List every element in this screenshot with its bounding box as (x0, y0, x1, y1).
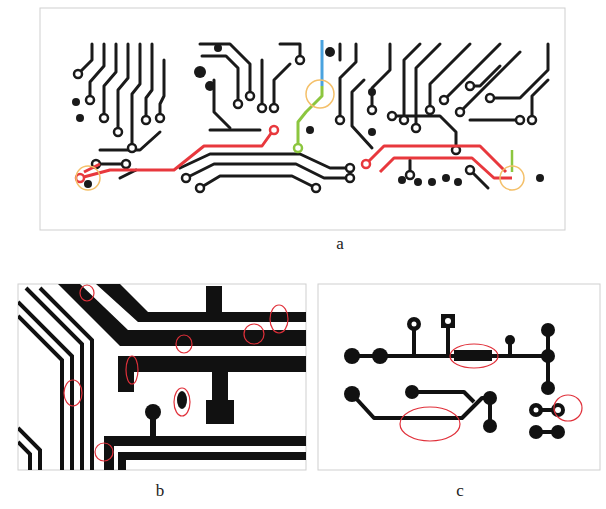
panel-a (40, 8, 565, 230)
panel-label: a (336, 235, 344, 252)
panel-c (318, 284, 600, 470)
panel-b (18, 284, 306, 470)
panel-label: c (456, 482, 464, 499)
panel-label: b (156, 482, 165, 499)
